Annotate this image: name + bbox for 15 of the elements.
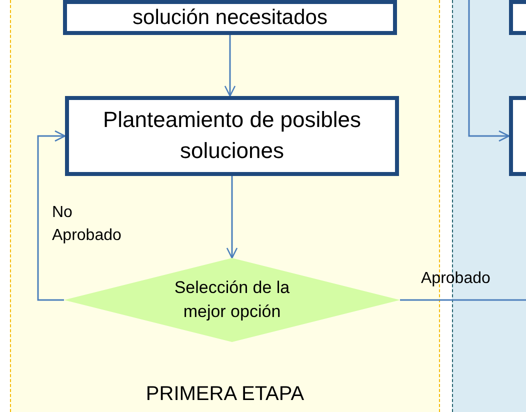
arrow — [468, 0, 510, 142]
process-box — [509, 96, 526, 176]
arrow — [224, 35, 236, 97]
decision-label: Selección de la mejor opción — [173, 277, 291, 323]
decision-diamond — [64, 258, 400, 342]
process-label: Planteamiento de posibles soluciones — [102, 106, 362, 165]
edge-label: Aprobado — [421, 269, 490, 289]
process-box — [65, 96, 399, 176]
arrow — [37, 130, 66, 301]
process-label: solución necesitados — [132, 4, 328, 31]
arrow — [226, 176, 238, 259]
process-box — [63, 0, 397, 35]
process-box — [509, 0, 526, 35]
stage-title: PRIMERA ETAPA — [144, 383, 306, 406]
connector-line — [400, 299, 526, 301]
